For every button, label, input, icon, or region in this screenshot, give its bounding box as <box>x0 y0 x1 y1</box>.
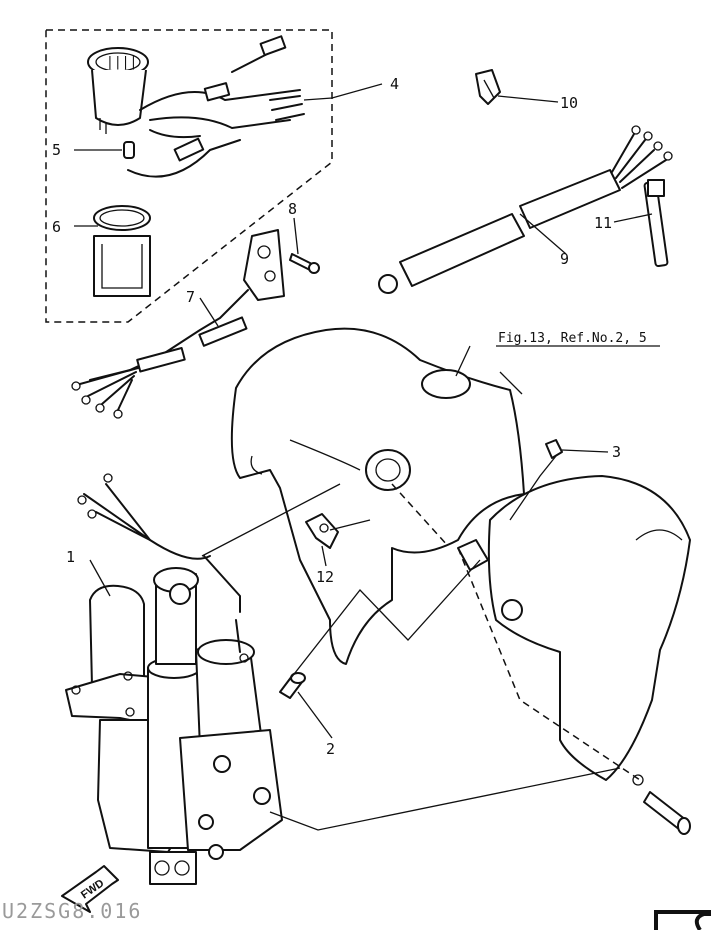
clamp-bracket <box>487 475 691 781</box>
leader-lines <box>74 83 660 739</box>
callout-3: 3 <box>612 443 621 461</box>
trim-meter-gauge: |||| <box>87 47 149 134</box>
screw <box>289 253 320 274</box>
callout-5: 5 <box>52 141 61 159</box>
power-trim-tilt-unit <box>65 473 283 885</box>
hose-clip <box>457 539 489 571</box>
assembly-lines <box>201 371 641 831</box>
callout-12: 12 <box>316 568 334 586</box>
callout-numbers: 1 2 3 4 5 6 7 8 9 10 11 12 <box>52 75 621 758</box>
callout-8: 8 <box>288 200 297 218</box>
drawing-code: U2ZSG8.016 <box>2 899 142 923</box>
page-corner-mark <box>654 910 711 930</box>
wire-clip <box>475 69 501 105</box>
callout-7: 7 <box>186 288 195 306</box>
tilt-pin <box>643 791 691 835</box>
meter-kit-box: |||| <box>45 29 333 323</box>
circlip <box>632 774 644 786</box>
callout-2: 2 <box>326 740 335 758</box>
mounting-bolt <box>279 672 306 699</box>
callout-11: 11 <box>594 214 612 232</box>
callout-4: 4 <box>390 75 399 93</box>
svg-text:||||: |||| <box>106 55 137 70</box>
swivel-bracket <box>230 327 525 665</box>
cable-tie <box>643 179 669 268</box>
trim-sender-harness <box>71 229 285 419</box>
cord-clamp <box>305 513 339 549</box>
callout-1: 1 <box>66 548 75 566</box>
extension-harness <box>378 125 673 294</box>
gauge-bracket <box>93 205 151 297</box>
callout-6: 6 <box>52 218 61 236</box>
callout-9: 9 <box>560 250 569 268</box>
callout-10: 10 <box>560 94 578 112</box>
meter-bulb <box>123 141 135 159</box>
reference-label: Fig.13, Ref.No.2, 5 <box>498 331 647 346</box>
collar-nut <box>545 439 563 459</box>
